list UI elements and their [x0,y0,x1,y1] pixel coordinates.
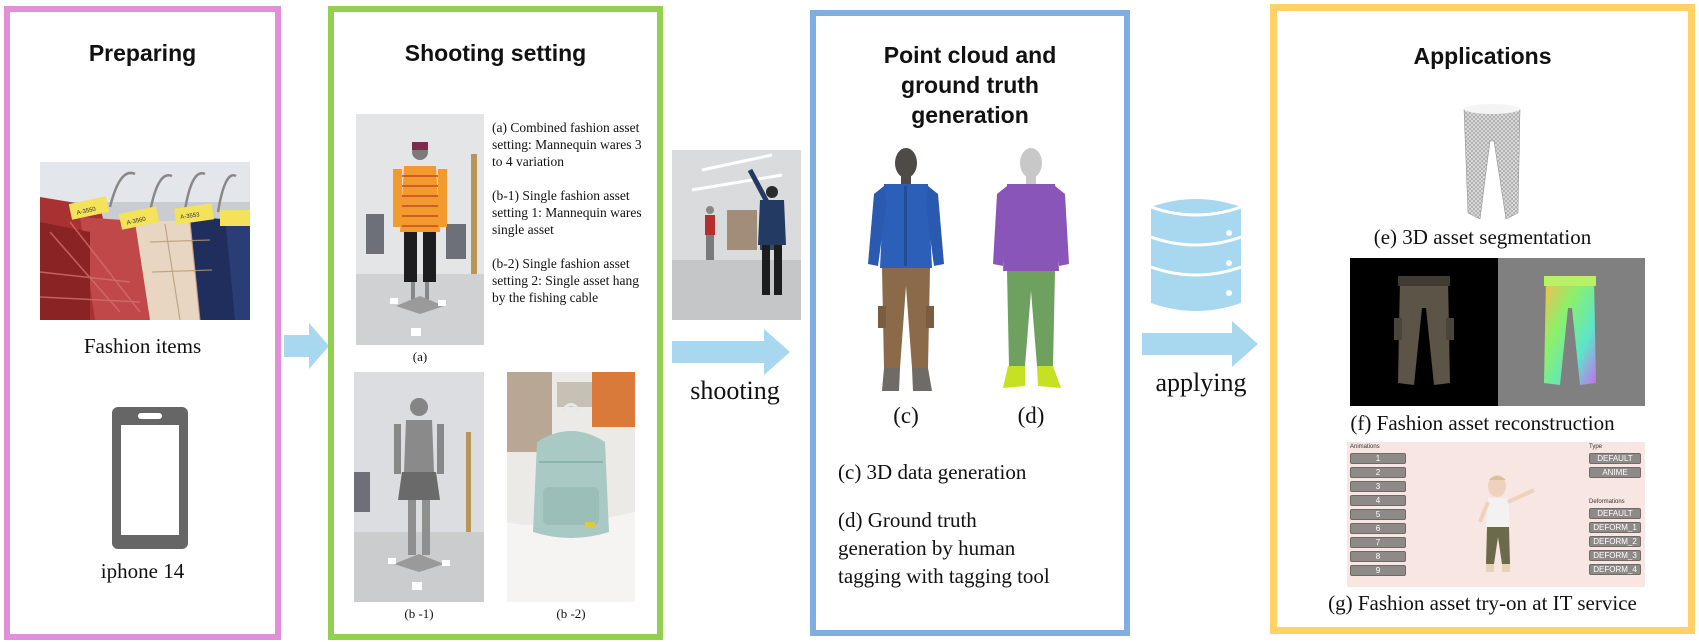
desc-b1: (b-1) Single fashion asset setting 1: Ma… [492,188,642,237]
deformation-button-4[interactable]: DEFORM_4 [1589,564,1641,575]
photo-hanging-backpack [507,372,635,602]
database-icon [1150,195,1242,315]
avatar-figure [1472,472,1542,584]
caption-f: (f) Fashion asset reconstruction [1350,411,1615,435]
desc-d-line3: tagging with tagging tool [838,564,1050,588]
deformation-button-2[interactable]: DEFORM_2 [1589,536,1641,547]
arrow-preparing-to-shooting [284,323,329,369]
deformation-button-1[interactable]: DEFORM_1 [1589,522,1641,533]
desc-b2: (b-2) Single fashion asset setting 2: Si… [492,256,639,305]
preparing-title: Preparing [88,40,197,66]
applying-label: applying [1155,368,1247,397]
animation-button-6[interactable]: 6 [1350,523,1406,534]
animation-button-7[interactable]: 7 [1350,537,1406,548]
try-on-ui-screenshot: Animations 1 2 3 4 5 6 7 8 9 Type DEFAUL… [1347,442,1645,587]
deformation-button-default[interactable]: DEFAULT [1589,508,1641,519]
deformations-label: Deformations [1589,499,1625,505]
animation-button-5[interactable]: 5 [1350,509,1406,520]
photo-combined-setting [356,114,484,345]
phone-caption: iphone 14 [100,559,185,583]
point-cloud-descriptions: (c) 3D data generation (d) Ground truth … [838,458,1118,590]
animation-button-3[interactable]: 3 [1350,481,1406,492]
type-label: Type [1589,444,1603,450]
shooting-setting-title: Shooting setting [404,40,587,66]
type-button-anime[interactable]: ANIME [1589,467,1641,478]
animation-button-8[interactable]: 8 [1350,551,1406,562]
reconstruction-image [1350,258,1645,406]
figure-ground-truth [991,146,1071,408]
desc-c: (c) 3D data generation [838,460,1027,484]
applications-panel: Applications (e) 3D asset segmentation [1270,4,1695,634]
shooting-label: shooting [690,376,780,405]
applications-title: Applications [1413,43,1552,69]
preparing-panel: Preparing [4,6,281,640]
animation-button-1[interactable]: 1 [1350,453,1406,464]
animation-button-4[interactable]: 4 [1350,495,1406,506]
figure-3d-data [866,146,946,408]
photo-single-mannequin [354,372,484,602]
point-cloud-panel: Point cloud and ground truth generation … [810,10,1130,636]
label-a: (a) [412,349,428,364]
fashion-items-caption: Fashion items [83,334,202,358]
desc-d-line1: (d) Ground truth [838,508,977,532]
label-b1: (b -1) [404,606,434,621]
fashion-items-photo: A-3550 A-3560 A-3553 [40,162,250,320]
tag-2: A-3560 [126,217,147,227]
shooting-descriptions: (a) Combined fashion asset setting: Mann… [492,119,642,323]
animation-button-2[interactable]: 2 [1350,467,1406,478]
point-cloud-title-line2: ground truth [901,72,1039,98]
desc-a: (a) Combined fashion asset setting: Mann… [492,120,642,169]
type-button-default[interactable]: DEFAULT [1589,453,1641,464]
arrow-applying [1142,321,1258,367]
label-c: (c) [893,403,919,428]
point-cloud-title-line1: Point cloud and [883,42,1057,68]
desc-d-line2: generation by human [838,536,1016,560]
tag-1: A-3550 [76,207,97,217]
segmentation-pants-image [1462,101,1522,226]
label-b2: (b -2) [556,606,586,621]
deformation-button-3[interactable]: DEFORM_3 [1589,550,1641,561]
photo-shooting-scene [672,150,801,320]
point-cloud-title: Point cloud and ground truth generation [816,40,1124,130]
caption-g: (g) Fashion asset try-on at IT service [1328,591,1637,615]
label-d: (d) [1017,403,1045,428]
arrow-shooting [672,329,790,375]
point-cloud-title-line3: generation [911,102,1029,128]
tag-3: A-3553 [180,212,201,221]
phone-icon [112,407,188,549]
animations-label: Animations [1350,444,1380,450]
shooting-setting-panel: Shooting setting (a) (a) Combined fashio… [328,6,663,640]
caption-e: (e) 3D asset segmentation [1373,225,1592,249]
animation-button-9[interactable]: 9 [1350,565,1406,576]
